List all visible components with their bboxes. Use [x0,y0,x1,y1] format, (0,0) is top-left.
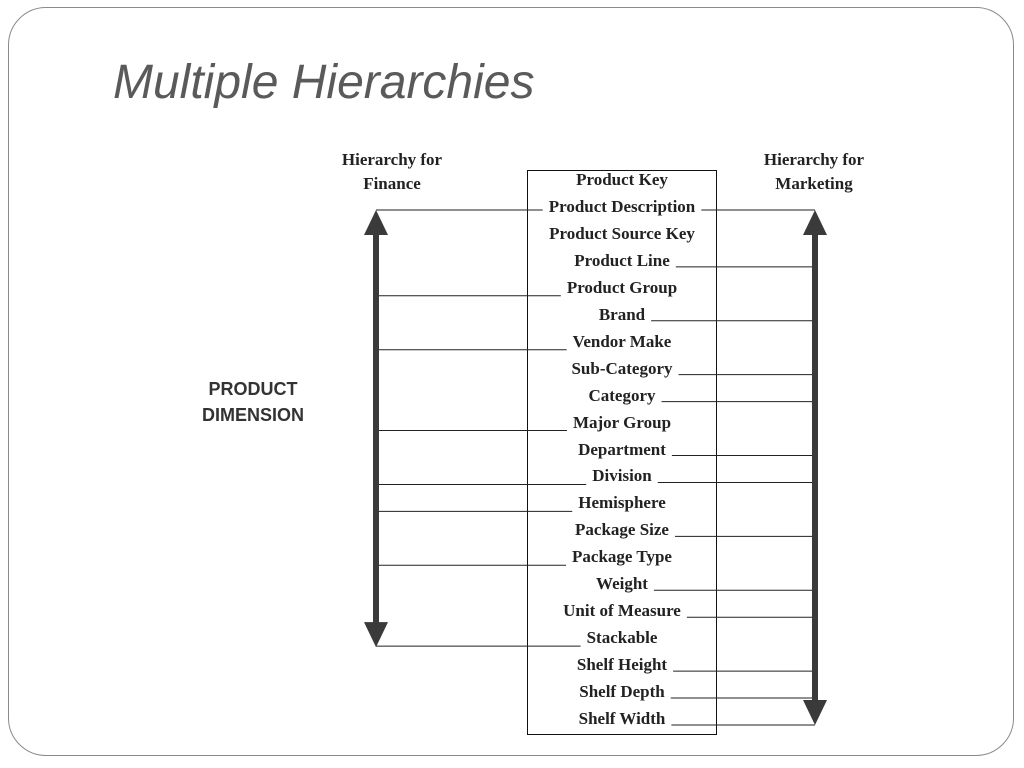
attribute-weight: Weight [596,574,648,594]
slide-title: Multiple Hierarchies [113,56,535,109]
attribute-product-source-key: Product Source Key [549,223,695,243]
attribute-category: Category [588,385,656,405]
product-dimension-label: PRODUCT DIMENSION [183,376,323,428]
attribute-sub-category: Sub-Category [571,358,673,378]
attribute-hemisphere: Hemisphere [578,493,666,513]
attribute-stackable: Stackable [586,628,658,648]
marketing-hierarchy-heading: Hierarchy for Marketing [734,148,894,196]
attribute-product-description: Product Description [548,196,696,216]
dimension-label-line-1: PRODUCT [208,379,298,399]
finance-heading-line-2: Finance [363,174,421,193]
finance-hierarchy-arrow [364,209,388,648]
slide-frame [8,7,1014,756]
attribute-shelf-width: Shelf Width [578,709,666,728]
attribute-product-key: Product Key [576,170,668,189]
finance-hierarchy-heading: Hierarchy for Finance [312,148,472,196]
attribute-list-box [527,170,717,735]
attribute-brand: Brand [598,304,646,324]
attribute-unit-of-measure: Unit of Measure [563,601,681,621]
attribute-division: Division [592,466,652,486]
marketing-heading-line-1: Hierarchy for [763,150,865,169]
attribute-package-size: Package Size [575,520,669,540]
attribute-vendor-make: Vendor Make [572,331,672,351]
attribute-package-type: Package Type [572,547,672,567]
attribute-shelf-height: Shelf Height [576,655,668,675]
dimension-label-line-2: DIMENSION [201,405,304,425]
attribute-major-group: Major Group [572,412,672,432]
marketing-hierarchy-arrow [803,209,827,725]
attribute-shelf-depth: Shelf Depth [579,682,665,702]
attribute-department: Department [578,439,666,459]
marketing-heading-line-2: Marketing [775,174,853,193]
attribute-product-group: Product Group [566,277,678,297]
attribute-product-line: Product Line [574,250,670,270]
finance-heading-line-1: Hierarchy for [341,150,443,169]
